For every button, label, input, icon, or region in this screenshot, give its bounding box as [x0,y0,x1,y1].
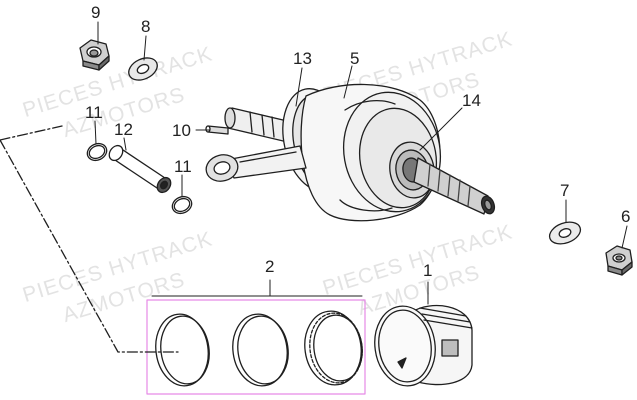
nut-part-9 [79,39,110,71]
part-number-label: 10 [172,121,191,140]
part-number-label: 1 [423,261,433,280]
part-number-label: 8 [141,17,151,36]
washer-part-8 [128,57,158,81]
piston-part-1 [374,305,473,387]
washer-part-7 [548,221,582,245]
part-number-label: 6 [621,207,631,226]
part-number-label: 2 [265,257,275,276]
piston-pin-part-12 [108,144,172,194]
assembly-centerline [0,139,179,353]
part-number-label: 7 [560,181,570,200]
part-number-label: 13 [293,49,312,68]
part-number-label: 5 [350,49,360,68]
part-number-label: 14 [462,91,481,110]
pin-part-10 [205,125,229,135]
circlip-part-11-upper [86,142,108,162]
ring-set-highlight-box [146,299,366,395]
part-number-label: 12 [114,120,133,139]
piston-ring-set-part-2 [155,310,363,387]
assembly-centerline [0,125,63,141]
part-number-label: 11 [174,157,192,176]
crankshaft-assembly [205,83,496,222]
part-number-label: 9 [91,3,101,22]
nut-part-6 [605,245,633,276]
leader-lines [94,21,628,305]
circlip-part-11-lower [171,195,193,215]
part-number-label: 11 [85,103,103,122]
